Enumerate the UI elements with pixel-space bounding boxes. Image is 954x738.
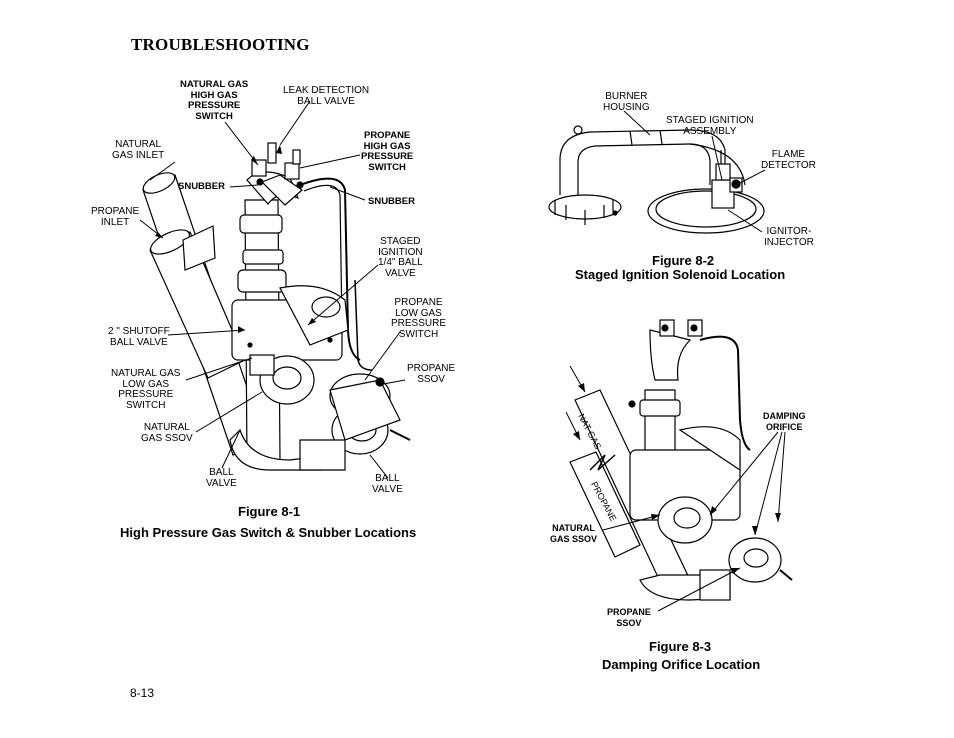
- figure-8-3-caption: Damping Orifice Location: [602, 657, 761, 672]
- label-burner-housing: BURNER HOUSING: [603, 91, 650, 113]
- figure-8-1-number: Figure 8-1: [238, 504, 301, 519]
- label-ignitor-injector: IGNITOR- INJECTOR: [764, 226, 814, 248]
- page-title: TROUBLESHOOTING: [131, 35, 310, 54]
- label-ball-valve-right: BALL VALVE: [372, 473, 403, 495]
- label-staged-ignition-valve: STAGED IGNITION 1/4" BALL VALVE: [378, 236, 423, 279]
- figure-8-3-number: Figure 8-3: [649, 639, 712, 654]
- label-propane-ssov: PROPANE SSOV: [407, 363, 456, 385]
- page-number: 8-13: [130, 686, 155, 700]
- label-propane-inlet: PROPANE INLET: [91, 206, 140, 228]
- label-ng-high-gas-switch: NATURAL GAS HIGH GAS PRESSURE SWITCH: [180, 79, 249, 122]
- label-ng-ssov: NATURAL GAS SSOV: [141, 422, 193, 444]
- figure-8-2-number: Figure 8-2: [652, 253, 715, 268]
- label-ng-ssov-fig3: NATURAL GAS SSOV: [550, 523, 598, 544]
- label-propane-high-gas-switch: PROPANE HIGH GAS PRESSURE SWITCH: [361, 130, 414, 173]
- label-damping-orifice: DAMPING ORIFICE: [763, 411, 806, 432]
- figure-8-1-caption: High Pressure Gas Switch & Snubber Locat…: [120, 525, 417, 540]
- label-ball-valve-left: BALL VALVE: [206, 467, 237, 489]
- label-ng-inlet: NATURAL GAS INLET: [112, 139, 165, 161]
- label-propane-ssov-fig3: PROPANE SSOV: [607, 607, 651, 628]
- label-propane-low-gas-switch: PROPANE LOW GAS PRESSURE SWITCH: [391, 297, 447, 340]
- label-shutoff-ball-valve: 2 " SHUTOFF BALL VALVE: [108, 326, 170, 348]
- figure-8-2-caption: Staged Ignition Solenoid Location: [575, 267, 786, 282]
- label-leak-detection-valve: LEAK DETECTION BALL VALVE: [283, 85, 370, 107]
- label-snubber-left: SNUBBER: [178, 181, 225, 192]
- label-flame-detector: FLAME DETECTOR: [761, 149, 816, 171]
- label-staged-ignition-assembly: STAGED IGNITION ASSEMBLY: [666, 115, 754, 137]
- label-snubber-right: SNUBBER: [368, 196, 415, 207]
- label-ng-low-gas-switch: NATURAL GAS LOW GAS PRESSURE SWITCH: [111, 368, 181, 411]
